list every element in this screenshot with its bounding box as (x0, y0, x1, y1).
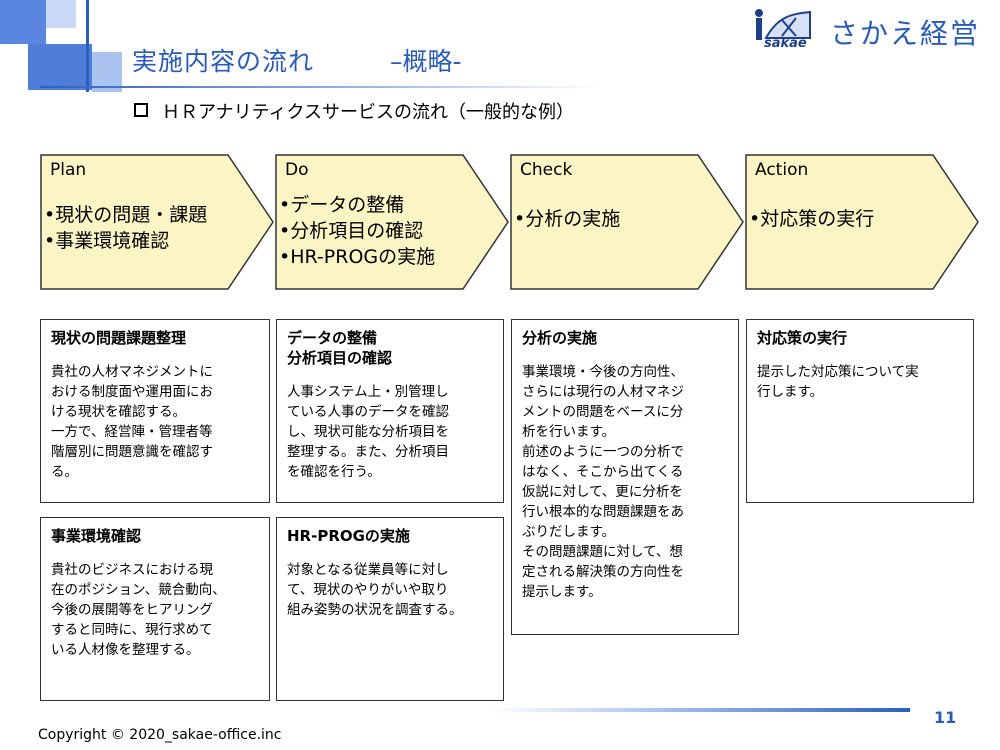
phase-item: •事業環境確認 (44, 230, 170, 252)
box-body: 提示した対応策について実 行します。 (757, 364, 919, 400)
phase-items: •分析の実施 (514, 206, 620, 232)
logo-wordmark: sakae (764, 36, 807, 51)
box-body: 貴社のビジネスにおける現 在のポジション、競合動向、 今後の展開等をヒアリング … (51, 562, 226, 658)
phase-item: •対応策の実行 (749, 208, 875, 230)
phase-check: Check •分析の実施 (510, 154, 746, 290)
box-do-hr-prog: HR-PROGの実施 対象となる従業員等に対し て、現状のやりがいや取り 組み姿… (276, 517, 504, 701)
box-do-data-preparation: データの整備 分析項目の確認 人事システム上・別管理し ている人事のデータを確認… (276, 319, 504, 503)
box-body: 人事システム上・別管理し ている人事のデータを確認 し、現状可能な分析項目を 整… (287, 384, 449, 480)
box-title: 分析の実施 (522, 329, 598, 347)
box-title: HR-PROGの実施 (287, 527, 410, 545)
phase-item: •現状の問題・課題 (44, 204, 208, 226)
box-body: 事業環境・今後の方向性、 さらには現行の人材マネジ メントの問題をベースに分 析… (522, 364, 684, 600)
box-title: 対応策の実行 (757, 329, 848, 347)
footer-line (490, 708, 910, 712)
decor-vertical-line (86, 0, 89, 92)
phase-label: Check (520, 160, 573, 180)
box-body: 貴社の人材マネジメントに おける制度面や運用面にお ける現状を確認する。 一方で… (51, 364, 213, 480)
section-heading-text: ＨＲアナリティクスサービスの流れ（一般的な例） (162, 102, 575, 123)
box-title: 事業環境確認 (51, 527, 142, 545)
phase-items: •現状の問題・課題 •事業環境確認 (44, 202, 207, 254)
phase-label: Action (755, 160, 809, 180)
box-plan-current-issues: 現状の問題課題整理 貴社の人材マネジメントに おける制度面や運用面にお ける現状… (40, 319, 270, 503)
copyright: Copyright © 2020_sakae-office.inc (38, 727, 282, 743)
box-check-analysis: 分析の実施 事業環境・今後の方向性、 さらには現行の人材マネジ メントの問題をベ… (511, 319, 739, 635)
decor-square (92, 52, 122, 92)
phase-item: •分析の実施 (514, 208, 621, 230)
phase-plan: Plan •現状の問題・課題 •事業環境確認 (40, 154, 276, 290)
page-subtitle: –概略- (390, 47, 462, 76)
phase-item: •HR-PROGの実施 (279, 246, 436, 268)
phase-items: •対応策の実行 (749, 206, 874, 232)
phase-item: •データの整備 (279, 194, 405, 216)
page-number: 11 (934, 708, 957, 727)
box-title: データの整備 分析項目の確認 (287, 329, 393, 367)
box-plan-business-environment: 事業環境確認 貴社のビジネスにおける現 在のポジション、競合動向、 今後の展開等… (40, 517, 270, 701)
box-title: 現状の問題課題整理 (51, 329, 187, 347)
phase-label: Plan (50, 160, 87, 180)
chevron-shape (275, 154, 509, 290)
page-title: 実施内容の流れ (132, 47, 315, 76)
chevron-shape (510, 154, 744, 290)
phase-action: Action •対応策の実行 (745, 154, 981, 290)
phase-label: Do (285, 160, 309, 180)
chevron-shape (745, 154, 979, 290)
company-name: さかえ経営 (830, 17, 981, 50)
box-action-implementation: 対応策の実行 提示した対応策について実 行します。 (746, 319, 974, 503)
decor-square (0, 0, 46, 44)
decor-square (28, 44, 92, 90)
phase-item: •分析項目の確認 (279, 220, 424, 242)
chevron-shape (40, 154, 274, 290)
phase-do: Do •データの整備 •分析項目の確認 •HR-PROGの実施 (275, 154, 511, 290)
square-bullet-icon (134, 103, 148, 117)
decor-square (46, 0, 76, 28)
box-body: 対象となる従業員等に対し て、現状のやりがいや取り 組み姿勢の状況を調査する。 (287, 562, 463, 618)
section-heading: ＨＲアナリティクスサービスの流れ（一般的な例） (134, 98, 574, 124)
title-underline (40, 86, 600, 88)
phase-items: •データの整備 •分析項目の確認 •HR-PROGの実施 (279, 192, 435, 270)
sakae-logo-icon (755, 9, 811, 40)
